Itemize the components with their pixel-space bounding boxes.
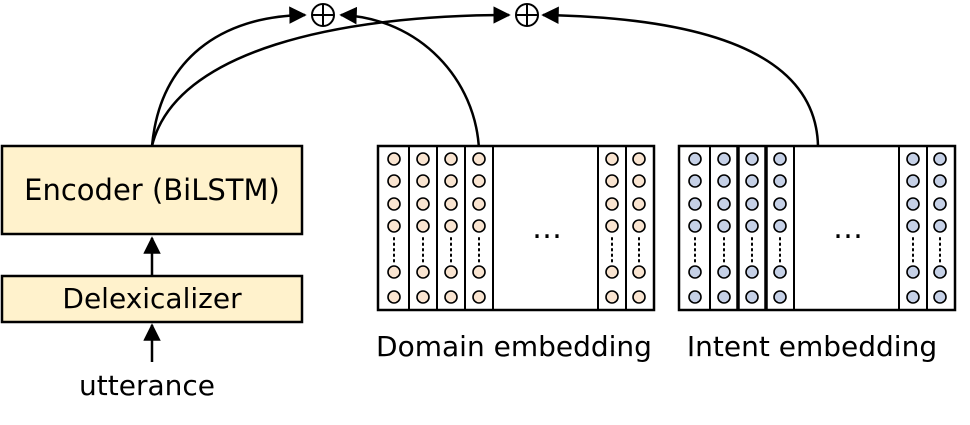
embedding-unit-dot [933, 174, 947, 188]
encoder-box [0, 144, 304, 236]
embedding-unit-dot [444, 219, 458, 233]
embedding-unit-dot [745, 290, 759, 304]
embedding-unit-dot [773, 197, 787, 211]
embedding-unit-dot [416, 152, 430, 166]
embedding-unit-dot [933, 219, 947, 233]
embedding-unit-dot [688, 290, 702, 304]
embedding-unit-dot [416, 174, 430, 188]
embedding-unit-dot [688, 197, 702, 211]
embedding-unit-dot [472, 265, 486, 279]
embedding-unit-dot [906, 219, 920, 233]
encoder-to-intent-sum-arrow [150, 6, 511, 147]
domain-embedding-to-sum-arrow [339, 6, 481, 151]
embedding-unit-dot [906, 290, 920, 304]
embedding-unit-dot [387, 174, 401, 188]
embedding-unit-dot [745, 219, 759, 233]
embedding-unit-dot [444, 265, 458, 279]
embedding-unit-dot [444, 174, 458, 188]
embedding-unit-dot [387, 197, 401, 211]
domain-sum-operator [311, 3, 335, 27]
embedding-unit-dot [773, 219, 787, 233]
domain-matrix-ellipsis: … [532, 211, 562, 246]
domain-embedding-matrix: … [376, 144, 656, 312]
embedding-unit-dot [605, 197, 619, 211]
embedding-unit-dot [416, 219, 430, 233]
embedding-unit-dot [472, 219, 486, 233]
utterance-label: utterance [79, 369, 215, 402]
embedding-unit-dot [632, 152, 646, 166]
embedding-unit-dot [745, 174, 759, 188]
embedding-unit-dot [717, 174, 731, 188]
embedding-unit-dot [773, 265, 787, 279]
delexicalizer-label: Delexicalizer [62, 282, 242, 315]
embedding-unit-dot [717, 152, 731, 166]
embedding-unit-dot [632, 290, 646, 304]
embedding-unit-dot [387, 219, 401, 233]
embedding-unit-dot [688, 219, 702, 233]
intent-embedding-caption: Intent embedding [687, 330, 937, 363]
embedding-unit-dot [717, 290, 731, 304]
embedding-unit-dot [933, 152, 947, 166]
domain-embedding-caption: Domain embedding [376, 330, 652, 363]
embedding-unit-dot [717, 265, 731, 279]
intent-embedding-matrix: … [677, 144, 957, 312]
embedding-unit-dot [745, 197, 759, 211]
intent-embedding-to-sum-arrow [541, 6, 820, 147]
embedding-unit-dot [745, 265, 759, 279]
embedding-unit-dot [632, 174, 646, 188]
embedding-unit-dot [444, 290, 458, 304]
embedding-unit-dot [444, 197, 458, 211]
embedding-unit-dot [717, 219, 731, 233]
embedding-unit-dot [688, 174, 702, 188]
embedding-unit-dot [605, 174, 619, 188]
embedding-unit-dot [773, 174, 787, 188]
encoder-to-domain-sum-arrow [150, 6, 307, 147]
embedding-unit-dot [632, 197, 646, 211]
embedding-unit-dot [387, 152, 401, 166]
delexicalizer-box [0, 274, 304, 324]
encoder-label: Encoder (BiLSTM) [24, 173, 280, 207]
embedding-unit-dot [472, 174, 486, 188]
intent-sum-operator [515, 3, 539, 27]
embedding-unit-dot [773, 290, 787, 304]
embedding-unit-dot [387, 290, 401, 304]
embedding-unit-dot [933, 290, 947, 304]
embedding-unit-dot [906, 265, 920, 279]
embedding-unit-dot [688, 265, 702, 279]
embedding-unit-dot [387, 265, 401, 279]
embedding-unit-dot [745, 152, 759, 166]
embedding-unit-dot [605, 152, 619, 166]
embedding-unit-dot [632, 265, 646, 279]
embedding-unit-dot [472, 290, 486, 304]
embedding-unit-dot [688, 152, 702, 166]
embedding-unit-dot [632, 219, 646, 233]
embedding-unit-dot [717, 197, 731, 211]
intent-matrix-ellipsis: … [833, 211, 863, 246]
embedding-unit-dot [773, 152, 787, 166]
delexicalizer-block: Delexicalizer [0, 274, 304, 324]
embedding-unit-dot [906, 197, 920, 211]
embedding-unit-dot [472, 197, 486, 211]
embedding-unit-dot [444, 152, 458, 166]
embedding-unit-dot [605, 219, 619, 233]
encoder-block: Encoder (BiLSTM) [0, 144, 304, 236]
embedding-unit-dot [605, 290, 619, 304]
embedding-unit-dot [416, 197, 430, 211]
embedding-unit-dot [416, 290, 430, 304]
embedding-unit-dot [906, 174, 920, 188]
embedding-unit-dot [933, 197, 947, 211]
embedding-unit-dot [416, 265, 430, 279]
embedding-unit-dot [472, 152, 486, 166]
embedding-unit-dot [933, 265, 947, 279]
embedding-unit-dot [906, 152, 920, 166]
embedding-unit-dot [605, 265, 619, 279]
